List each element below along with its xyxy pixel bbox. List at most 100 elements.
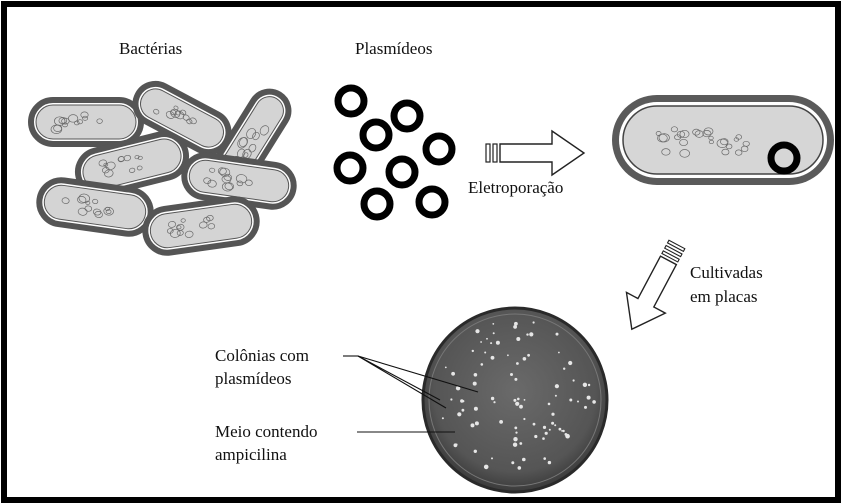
petri-dish: [423, 308, 607, 492]
colony-dot: [555, 384, 559, 388]
plasmid-ring: [394, 103, 420, 129]
colony-dot: [551, 413, 554, 416]
colony-dot: [519, 405, 523, 409]
colony-dot: [522, 458, 526, 462]
colony-dot: [507, 354, 509, 356]
colony-dot: [486, 338, 488, 340]
colony-dot: [473, 382, 477, 386]
cultivated-label-line2: em placas: [690, 287, 758, 307]
medium-label-line2: ampicilina: [215, 445, 287, 465]
colony-dot: [491, 356, 495, 360]
colony-dot: [523, 357, 527, 361]
colony-dot: [462, 409, 465, 412]
colony-dot: [587, 396, 591, 400]
colony-dot: [490, 342, 492, 344]
plasmids-label: Plasmídeos: [355, 39, 432, 59]
plasmid-ring: [337, 155, 363, 181]
bacterium-cell: [142, 196, 259, 255]
colony-dot: [588, 384, 590, 386]
colony-dot: [554, 424, 556, 426]
colony-dot: [513, 399, 516, 402]
colony-dot: [513, 437, 517, 441]
colony-dot: [533, 321, 535, 323]
colony-dot: [563, 368, 565, 370]
colony-dot: [549, 429, 551, 431]
figure-frame: [4, 4, 838, 500]
colony-dot: [454, 443, 458, 447]
colony-dot: [451, 372, 455, 376]
colony-dot: [510, 373, 513, 376]
colony-dot: [524, 399, 526, 401]
plasmid-ring: [389, 159, 415, 185]
colony-dot: [491, 457, 493, 459]
colony-dot: [484, 352, 486, 354]
plasmid-ring: [419, 189, 445, 215]
electroporation-arrow: [486, 131, 584, 175]
bacteria-label: Bactérias: [119, 39, 182, 59]
colony-dot: [558, 352, 560, 354]
plasmid-cluster: [337, 88, 452, 217]
colony-dot: [492, 323, 494, 325]
colony-dot: [565, 434, 570, 439]
colony-dot: [442, 417, 444, 419]
colony-dot: [516, 362, 519, 365]
colony-dot: [584, 406, 587, 409]
colony-dot: [527, 354, 530, 357]
colony-dot: [561, 430, 563, 432]
colony-dot: [515, 432, 517, 434]
colony-dot: [573, 379, 575, 381]
colony-dot: [559, 428, 562, 431]
medium-label-line1: Meio contendo: [215, 422, 317, 442]
colony-dot: [474, 373, 478, 377]
colony-dot: [583, 383, 587, 387]
colony-dot: [457, 412, 461, 416]
colony-dot: [526, 333, 528, 335]
bacterium-cell: [31, 100, 141, 144]
colony-dot: [496, 341, 500, 345]
electroporation-label: Eletroporação: [468, 178, 563, 198]
colony-dot: [460, 399, 463, 402]
colony-dot: [551, 422, 554, 425]
colony-dot: [545, 432, 548, 435]
colony-dot: [548, 403, 551, 406]
colonies-label-line2: plasmídeos: [215, 369, 292, 389]
colony-dot: [514, 378, 517, 381]
colony-dot: [491, 397, 494, 400]
colony-dot: [568, 361, 572, 365]
colony-dot: [513, 443, 517, 447]
plasmid-ring: [338, 88, 364, 114]
colony-dot: [484, 465, 489, 470]
bacteria-cluster: [31, 77, 296, 256]
colony-dot: [445, 367, 447, 369]
colony-dot: [474, 450, 477, 453]
cultivation-arrow: [612, 234, 696, 339]
colony-dot: [533, 423, 536, 426]
colonies-label-line1: Colônias com: [215, 346, 309, 366]
colony-dot: [514, 427, 517, 430]
transformed-bacterium: [612, 95, 834, 185]
colony-dot: [516, 337, 520, 341]
cultivated-label-line1: Cultivadas: [690, 263, 763, 283]
colony-dot: [481, 363, 484, 366]
colony-dot: [543, 426, 546, 429]
colony-dot: [577, 401, 579, 403]
colony-dot: [517, 398, 520, 401]
colony-dot: [514, 322, 518, 326]
colony-dot: [480, 341, 482, 343]
colony-dot: [493, 332, 495, 334]
colony-dot: [543, 457, 546, 460]
colony-dot: [493, 401, 495, 403]
colony-dot: [592, 400, 596, 404]
colony-dot: [556, 333, 559, 336]
colony-dot: [450, 398, 452, 400]
colony-dot: [518, 466, 522, 470]
colony-dot: [474, 407, 478, 411]
colony-dot: [511, 461, 514, 464]
colony-dot: [548, 461, 551, 464]
colony-dot: [475, 421, 479, 425]
colony-dot: [519, 442, 522, 445]
colony-dot: [471, 423, 475, 427]
colony-dot: [542, 437, 545, 440]
